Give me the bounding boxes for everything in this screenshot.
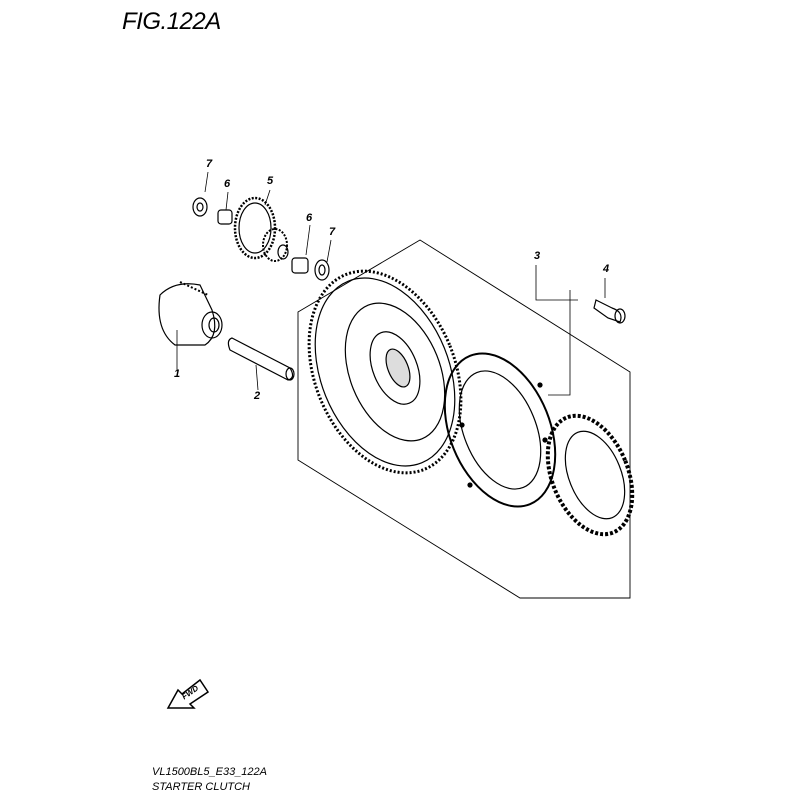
- callout-5: 5: [267, 175, 274, 187]
- figure-title: FIG.122A: [122, 8, 221, 35]
- callout-6: 6: [224, 178, 231, 190]
- part-1-gear-sleeve[interactable]: [158, 281, 223, 346]
- one-way-clutch[interactable]: [532, 403, 649, 546]
- part-7-washer-right[interactable]: [314, 259, 330, 281]
- callout-7: 7: [206, 158, 213, 170]
- fwd-arrow-icon: [166, 678, 210, 709]
- part-2-shaft[interactable]: [227, 337, 295, 381]
- callout-1: 1: [174, 368, 181, 380]
- part-6-bushing[interactable]: [217, 209, 233, 225]
- callout-7-right: 7: [329, 226, 336, 238]
- part-6-bushing-right[interactable]: [291, 257, 309, 274]
- leader-lines: [176, 171, 606, 396]
- assembly-box: [297, 239, 631, 599]
- part-4-bolt[interactable]: [593, 299, 626, 324]
- callout-6-right: 6: [306, 212, 313, 224]
- part-7-washer[interactable]: [192, 197, 208, 217]
- part-5-idle-gear[interactable]: [233, 196, 289, 262]
- part-3-starter-clutch-gear[interactable]: [281, 248, 489, 495]
- callout-2: 2: [254, 390, 261, 402]
- footer-code: VL1500BL5_E33_122A: [152, 766, 267, 778]
- callout-3: 3: [534, 250, 541, 262]
- footer-name: STARTER CLUTCH: [152, 781, 250, 793]
- clutch-outer-ring[interactable]: [424, 337, 577, 523]
- callout-4: 4: [603, 263, 610, 275]
